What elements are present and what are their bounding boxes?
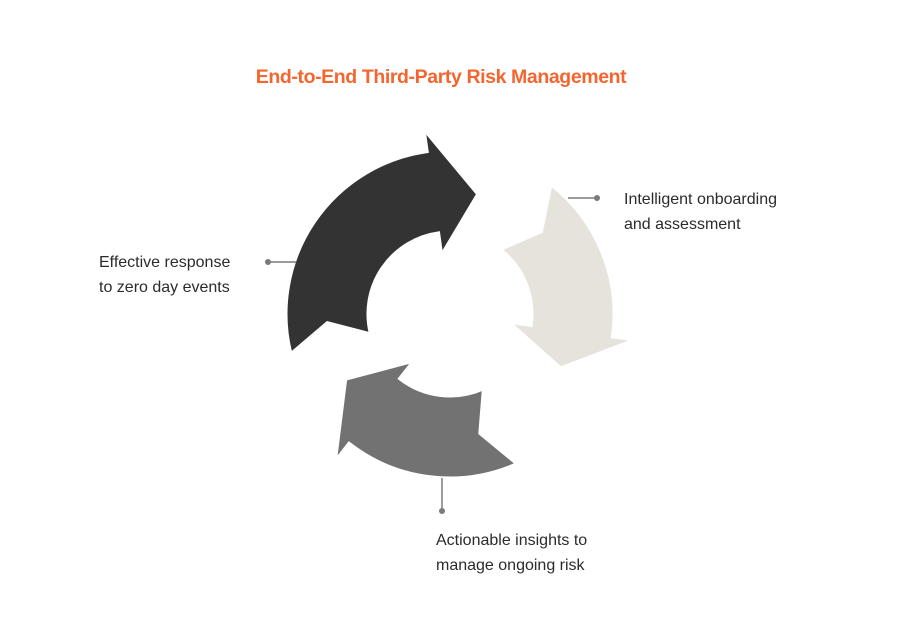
label-line: Effective response — [99, 254, 231, 271]
arrow-insights — [333, 358, 520, 480]
leader-dot-insights — [439, 508, 445, 514]
label-line: Intelligent onboarding — [624, 191, 778, 208]
diagram-title: End-to-End Third-Party Risk Management — [255, 66, 627, 88]
arrow-response — [284, 124, 480, 357]
label-onboarding: Intelligent onboarding and assessment — [624, 187, 777, 237]
label-line: Actionable insights to — [436, 532, 588, 549]
label-line: and assessment — [624, 216, 741, 233]
leader-dot-onboarding — [594, 195, 600, 201]
label-insights: Actionable insights to manage ongoing ri… — [436, 528, 587, 578]
label-response: Effective response to zero day events — [99, 250, 230, 300]
label-line: to zero day events — [99, 279, 230, 296]
label-line: manage ongoing risk — [436, 557, 585, 574]
leader-dot-response — [265, 259, 271, 265]
arrow-onboarding — [497, 182, 635, 370]
